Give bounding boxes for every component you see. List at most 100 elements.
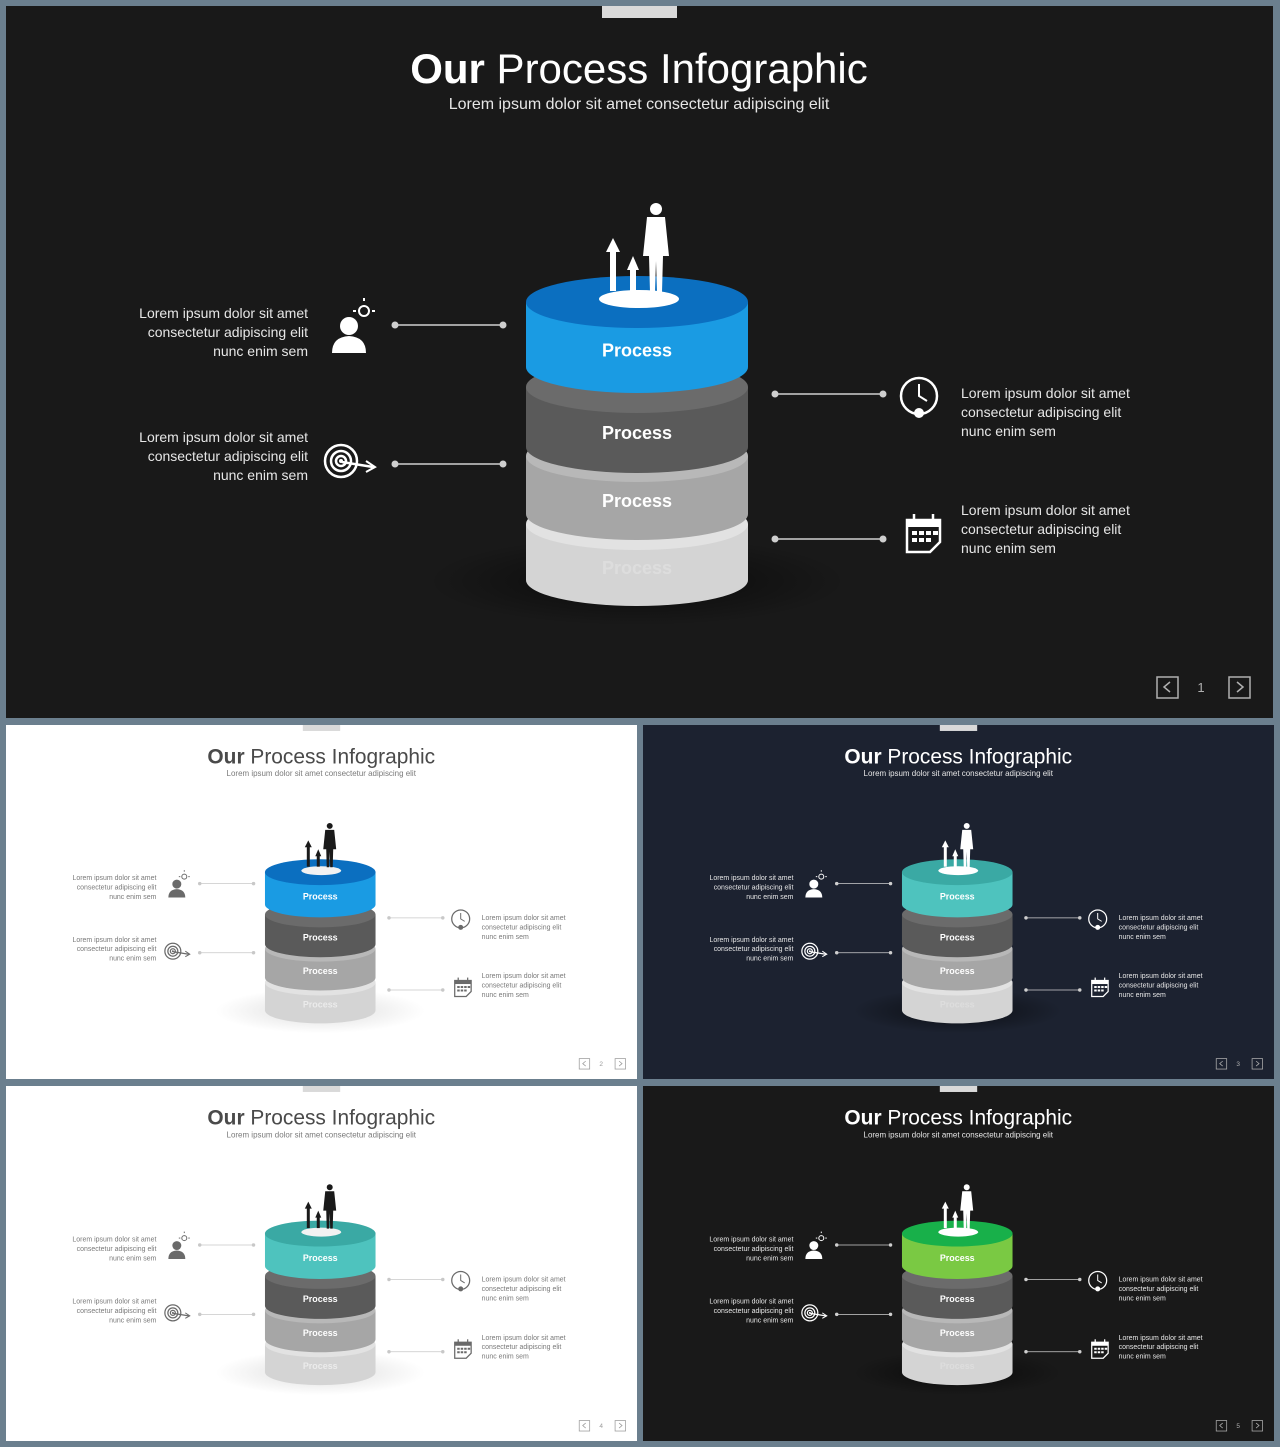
callout-line: consectetur adipiscing elit: [1119, 983, 1199, 990]
connector-right-bottom: [1024, 988, 1082, 992]
chevron-left-icon[interactable]: [1156, 676, 1179, 699]
callout-line: Lorem ipsum dolor sit amet: [961, 385, 1130, 401]
callout-line: consectetur adipiscing elit: [148, 448, 308, 464]
chevron-right-icon[interactable]: [1228, 676, 1251, 699]
layer-label: Process: [940, 1294, 975, 1304]
next-button[interactable]: [1251, 1420, 1263, 1432]
page-subtitle: Lorem ipsum dolor sit amet consectetur a…: [227, 769, 417, 778]
target-icon: [164, 942, 191, 960]
connector-left-bottom: [391, 460, 507, 468]
callout-line: nunc enim sem: [109, 1256, 156, 1263]
businessman-growth-icon: [938, 822, 979, 876]
callout-line: Lorem ipsum dolor sit amet: [1119, 1276, 1203, 1283]
chevron-right-icon[interactable]: [1251, 1420, 1263, 1432]
chevron-left-icon[interactable]: [1215, 1420, 1228, 1432]
callout-line: Lorem ipsum dolor sit amet: [72, 875, 156, 882]
calendar-icon: [905, 514, 942, 554]
callout-line: nunc enim sem: [1119, 1295, 1166, 1302]
next-button[interactable]: [614, 1420, 626, 1432]
chevron-left-icon[interactable]: [1215, 1058, 1228, 1070]
clock-icon: [451, 909, 471, 930]
layer-side: [901, 872, 1013, 918]
title-bold: Our: [207, 1106, 244, 1129]
layer-side: [901, 1233, 1013, 1279]
target-icon: [164, 1304, 191, 1322]
chevron-right-icon[interactable]: [1251, 1058, 1263, 1070]
callout-line: nunc enim sem: [213, 343, 308, 359]
page-number: 3: [1236, 1061, 1240, 1068]
callout-line: nunc enim sem: [961, 423, 1056, 439]
prev-button[interactable]: [578, 1420, 591, 1432]
connector-left-bottom: [834, 1312, 893, 1317]
callout-line: consectetur adipiscing elit: [1119, 1286, 1199, 1293]
callout-right-top: Lorem ipsum dolor sit amet consectetur ad…: [1119, 1276, 1203, 1302]
pagination: 5: [1215, 1420, 1263, 1432]
connector-right-top: [387, 1277, 445, 1282]
idea-person-icon: [805, 1231, 827, 1260]
layer-label: Process: [303, 1328, 338, 1338]
prev-button[interactable]: [1156, 676, 1179, 699]
page-number: 2: [599, 1061, 603, 1068]
callout-line: Lorem ipsum dolor sit amet: [709, 937, 793, 944]
connector-right-top: [1024, 1277, 1082, 1282]
callout-line: nunc enim sem: [213, 467, 308, 483]
target-icon: [323, 443, 377, 479]
chevron-right-icon[interactable]: [614, 1058, 626, 1070]
clock-icon: [451, 1270, 471, 1292]
callout-line: Lorem ipsum dolor sit amet: [1119, 915, 1203, 922]
next-button[interactable]: [1228, 676, 1251, 699]
layer-label: Process: [602, 341, 672, 361]
callout-line: consectetur adipiscing elit: [77, 946, 157, 953]
callout-line: Lorem ipsum dolor sit amet: [72, 937, 156, 944]
chevron-left-icon[interactable]: [578, 1420, 591, 1432]
next-button[interactable]: [1251, 1058, 1263, 1070]
page-subtitle: Lorem ipsum dolor sit amet consectetur a…: [449, 96, 830, 113]
connector-right-top: [1024, 916, 1082, 920]
clock-icon: [1088, 1270, 1108, 1292]
calendar-icon: [454, 1339, 472, 1359]
prev-button[interactable]: [1215, 1058, 1228, 1070]
callout-line: consectetur adipiscing elit: [714, 1246, 794, 1253]
process-layer-1: Process: [264, 1220, 376, 1279]
prev-button[interactable]: [1215, 1420, 1228, 1432]
page-number: 4: [599, 1423, 603, 1430]
connector-left-bottom: [197, 1312, 256, 1317]
businessman-growth-icon: [301, 1184, 342, 1237]
callout-left-bottom: Lorem ipsum dolor sit amet consectetur ad…: [72, 937, 156, 963]
callout-line: consectetur adipiscing elit: [1119, 1344, 1199, 1351]
prev-button[interactable]: [578, 1058, 591, 1070]
callout-line: Lorem ipsum dolor sit amet: [72, 1298, 156, 1305]
callout-line: nunc enim sem: [1119, 992, 1166, 999]
layer-label: Process: [303, 999, 338, 1009]
pagination: 1: [1156, 676, 1251, 699]
calendar-icon: [1091, 1339, 1109, 1359]
callout-line: Lorem ipsum dolor sit amet: [1119, 1335, 1203, 1342]
chevron-right-icon[interactable]: [614, 1420, 626, 1432]
title-bold: Our: [410, 45, 485, 92]
callout-line: nunc enim sem: [109, 956, 156, 963]
next-button[interactable]: [614, 1058, 626, 1070]
callout-line: consectetur adipiscing elit: [961, 404, 1121, 420]
callout-line: Lorem ipsum dolor sit amet: [1119, 973, 1203, 980]
layer-label: Process: [303, 1361, 338, 1371]
businessman-growth-icon: [301, 822, 342, 876]
chevron-left-icon[interactable]: [578, 1058, 591, 1070]
callout-line: Lorem ipsum dolor sit amet: [139, 305, 308, 321]
title-rest: Process Infographic: [485, 45, 868, 92]
callout-line: nunc enim sem: [746, 956, 793, 963]
layer-label: Process: [940, 966, 975, 976]
slide-top-tab: [302, 725, 341, 731]
pagination: 2: [578, 1058, 626, 1070]
callout-line: consectetur adipiscing elit: [482, 1286, 562, 1293]
title-rest: Process Infographic: [245, 745, 435, 768]
